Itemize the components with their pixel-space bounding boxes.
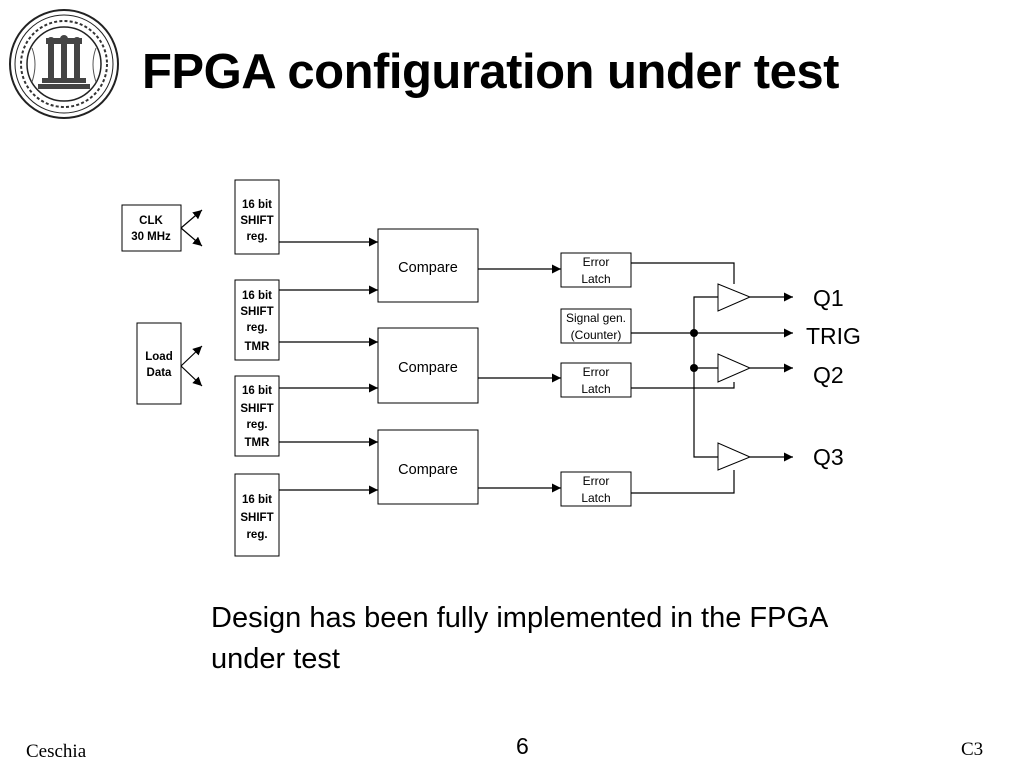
junction-dot-buf2 [690, 364, 698, 372]
clk-label: CLK [139, 215, 163, 227]
diagram-label: Latch [581, 382, 610, 396]
error-latch-1: Error Latch [560, 252, 632, 288]
diagram-label: reg. [246, 322, 267, 334]
page-title: FPGA configuration under test [142, 45, 839, 99]
diagram-label: 16 bit [242, 290, 272, 302]
buffer-q3 [717, 442, 752, 471]
shift-reg-3-tmr: 16 bit SHIFT reg. TMR [234, 375, 280, 457]
wire-enable-bus [693, 296, 718, 458]
error-latch-2: Error Latch [560, 362, 632, 398]
signal-gen-block: Signal gen. (Counter) [560, 308, 632, 344]
compare-block-1: Compare [377, 228, 479, 303]
clk-arrow-down [180, 227, 203, 247]
output-label-q3: Q3 [813, 444, 844, 470]
shift-reg-1: 16 bit SHIFT reg. [234, 179, 280, 255]
diagram-label: Error [583, 365, 610, 379]
university-seal-logo [9, 9, 119, 119]
diagram-label: 16 bit [242, 494, 272, 506]
load-label: Load [145, 351, 172, 363]
diagram-label: reg. [246, 231, 267, 243]
diagram-label: 16 bit [242, 199, 272, 211]
footer-code: C3 [961, 739, 984, 760]
diagram-label: SHIFT [240, 403, 273, 415]
wire-latch2-buf2 [631, 382, 735, 389]
diagram-label: TMR [245, 341, 271, 353]
output-label-q2: Q2 [813, 362, 844, 388]
clk-arrow-up [180, 209, 203, 229]
diagram-label: SHIFT [240, 512, 273, 524]
diagram-label: Signal gen. [566, 311, 626, 325]
compare-block-3: Compare [377, 429, 479, 505]
clk-freq-label: 30 MHz [131, 231, 171, 243]
output-label-trig: TRIG [806, 323, 861, 349]
buffer-q2 [717, 353, 752, 383]
diagram-label: Latch [581, 491, 610, 505]
footer-author: Ceschia [26, 741, 87, 762]
shift-reg-4: 16 bit SHIFT reg. [234, 473, 280, 557]
buffer-q1 [717, 283, 752, 312]
diagram-label: Compare [398, 260, 458, 276]
wire-latch3-buf3 [631, 470, 735, 494]
diagram-label: Compare [398, 462, 458, 478]
load-data-label: Data [147, 367, 173, 379]
junction-dot-trig [690, 329, 698, 337]
diagram-label: 16 bit [242, 385, 272, 397]
diagram-label: Compare [398, 360, 458, 376]
slide-caption: Design has been fully implemented in the… [211, 602, 827, 675]
load-arrow-down [180, 365, 203, 387]
diagram-label: SHIFT [240, 306, 273, 318]
page-number: 6 [516, 733, 529, 759]
load-arrow-up [180, 345, 203, 367]
diagram-label: Latch [581, 272, 610, 286]
diagram-label: reg. [246, 419, 267, 431]
wire-latch1-buf1 [631, 262, 735, 284]
diagram-label: TMR [245, 437, 271, 449]
output-label-q1: Q1 [813, 285, 844, 311]
diagram-label: Error [583, 474, 610, 488]
error-latch-3: Error Latch [560, 471, 632, 507]
shift-reg-2-tmr: 16 bit SHIFT reg. TMR [234, 279, 280, 361]
compare-block-2: Compare [377, 327, 479, 404]
clk-block: CLK 30 MHz [121, 204, 182, 252]
diagram-label: reg. [246, 529, 267, 541]
load-data-block: Load Data [136, 322, 182, 405]
diagram-label: SHIFT [240, 215, 273, 227]
diagram-label: Error [583, 255, 610, 269]
diagram-label: (Counter) [571, 328, 622, 342]
